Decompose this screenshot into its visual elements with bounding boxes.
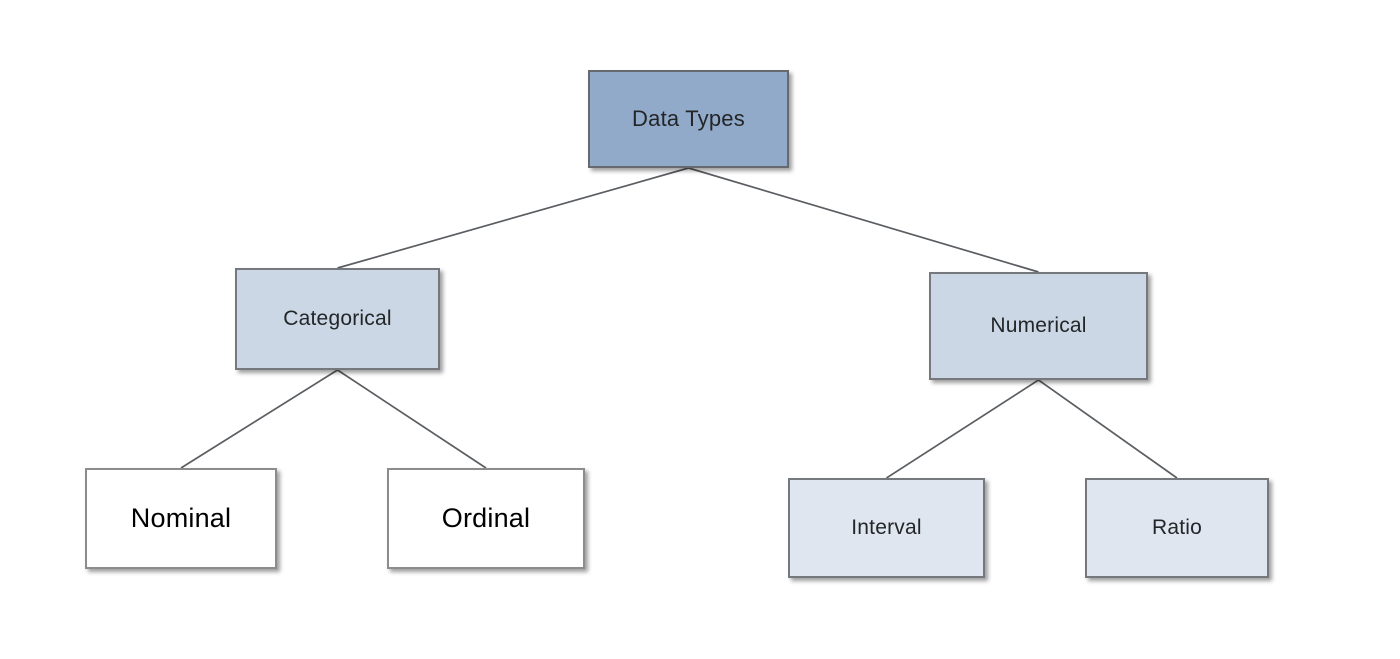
edge-numerical-ratio: [1038, 379, 1178, 479]
node-numerical-label: Numerical: [990, 314, 1087, 337]
node-ordinal: Ordinal: [387, 468, 585, 569]
node-ratio: Ratio: [1085, 478, 1269, 578]
node-nominal: Nominal: [85, 468, 277, 569]
edge-root-categorical: [337, 167, 689, 269]
edge-root-numerical: [688, 167, 1039, 273]
edge-categorical-ordinal: [337, 369, 487, 469]
node-categorical-label: Categorical: [283, 307, 392, 330]
node-data-types-label: Data Types: [632, 106, 745, 131]
edge-categorical-nominal: [180, 369, 338, 469]
node-interval-label: Interval: [851, 516, 922, 539]
edge-numerical-interval: [886, 379, 1039, 479]
node-data-types: Data Types: [588, 70, 789, 168]
node-interval: Interval: [788, 478, 985, 578]
node-nominal-label: Nominal: [130, 503, 232, 533]
node-numerical: Numerical: [929, 272, 1148, 380]
node-ratio-label: Ratio: [1151, 516, 1203, 539]
node-ordinal-label: Ordinal: [441, 503, 531, 533]
node-categorical: Categorical: [235, 268, 440, 370]
